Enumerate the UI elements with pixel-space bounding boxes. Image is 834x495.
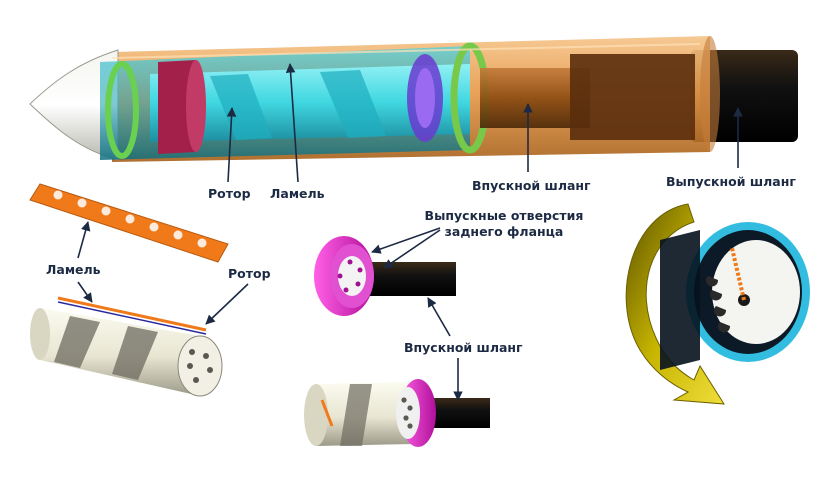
rotation-body bbox=[660, 230, 700, 370]
rotor-face-holes bbox=[187, 349, 213, 383]
leader-lamel-left-up bbox=[77, 221, 91, 259]
rotor-left-face bbox=[30, 308, 50, 360]
assembled-rotor-detail bbox=[304, 379, 490, 447]
bottom-helix bbox=[340, 384, 372, 446]
vane-detail bbox=[29, 183, 229, 263]
inner-helix-2 bbox=[320, 70, 386, 138]
inlet-hose-flange bbox=[364, 262, 456, 296]
leader-inlet-mid-up bbox=[427, 297, 451, 337]
leader-rotor-left bbox=[205, 283, 249, 325]
label-exhaust-holes-line1: Выпускные отверстия bbox=[424, 208, 584, 223]
inlet-hose-outer bbox=[570, 54, 695, 140]
rotor-vane-edge bbox=[57, 296, 207, 332]
rear-flange-inner bbox=[415, 68, 435, 128]
rotor-helix-2 bbox=[112, 326, 158, 380]
rotor-band-face bbox=[186, 60, 206, 152]
label-lamel-left: Ламель bbox=[46, 262, 101, 277]
rotor-detail bbox=[30, 296, 223, 397]
left-ring bbox=[105, 61, 139, 159]
leader-lines bbox=[77, 63, 743, 401]
rotor-right-face bbox=[177, 335, 223, 397]
flange-detail bbox=[314, 236, 456, 316]
label-rotor-left: Ротор bbox=[228, 266, 271, 281]
leader-rotor-top bbox=[226, 107, 237, 183]
label-lamel-top: Ламель bbox=[270, 186, 325, 201]
housing-highlight bbox=[111, 43, 701, 59]
leader-lamel-left-down bbox=[77, 281, 93, 303]
leader-exhaust-2 bbox=[383, 229, 441, 269]
rotor-helix-1 bbox=[54, 316, 100, 368]
rotation-disk bbox=[712, 240, 800, 344]
flange-holes bbox=[337, 259, 363, 293]
rotation-detail bbox=[625, 203, 810, 405]
bottom-flange-holes bbox=[401, 397, 413, 429]
housing-end-face bbox=[700, 36, 720, 152]
bottom-flange-face bbox=[396, 387, 420, 439]
bottom-cylinder-left bbox=[304, 384, 328, 446]
inlet-hose-bottom bbox=[426, 398, 490, 428]
rotor-band-top bbox=[158, 60, 196, 154]
leader-exhaust-1 bbox=[371, 227, 441, 254]
label-inlet-hose-mid: Впускной шланг bbox=[404, 340, 523, 355]
rotor-vane-line bbox=[57, 301, 207, 335]
rotation-cups bbox=[706, 276, 731, 333]
label-exhaust-holes-line2: заднего фланца bbox=[444, 224, 564, 239]
bottom-vane-line bbox=[320, 399, 334, 427]
inner-helix-1 bbox=[210, 74, 272, 140]
label-outlet-hose: Выпускной шланг bbox=[666, 174, 796, 189]
leader-lamel-top bbox=[285, 63, 299, 183]
vane-holes bbox=[53, 190, 207, 248]
rotation-vane bbox=[730, 247, 746, 301]
motor-assembly bbox=[29, 36, 798, 162]
label-rotor-top: Ротор bbox=[208, 186, 251, 201]
rotation-arrow bbox=[625, 203, 725, 405]
label-inlet-hose-top: Впускной шланг bbox=[472, 178, 591, 193]
